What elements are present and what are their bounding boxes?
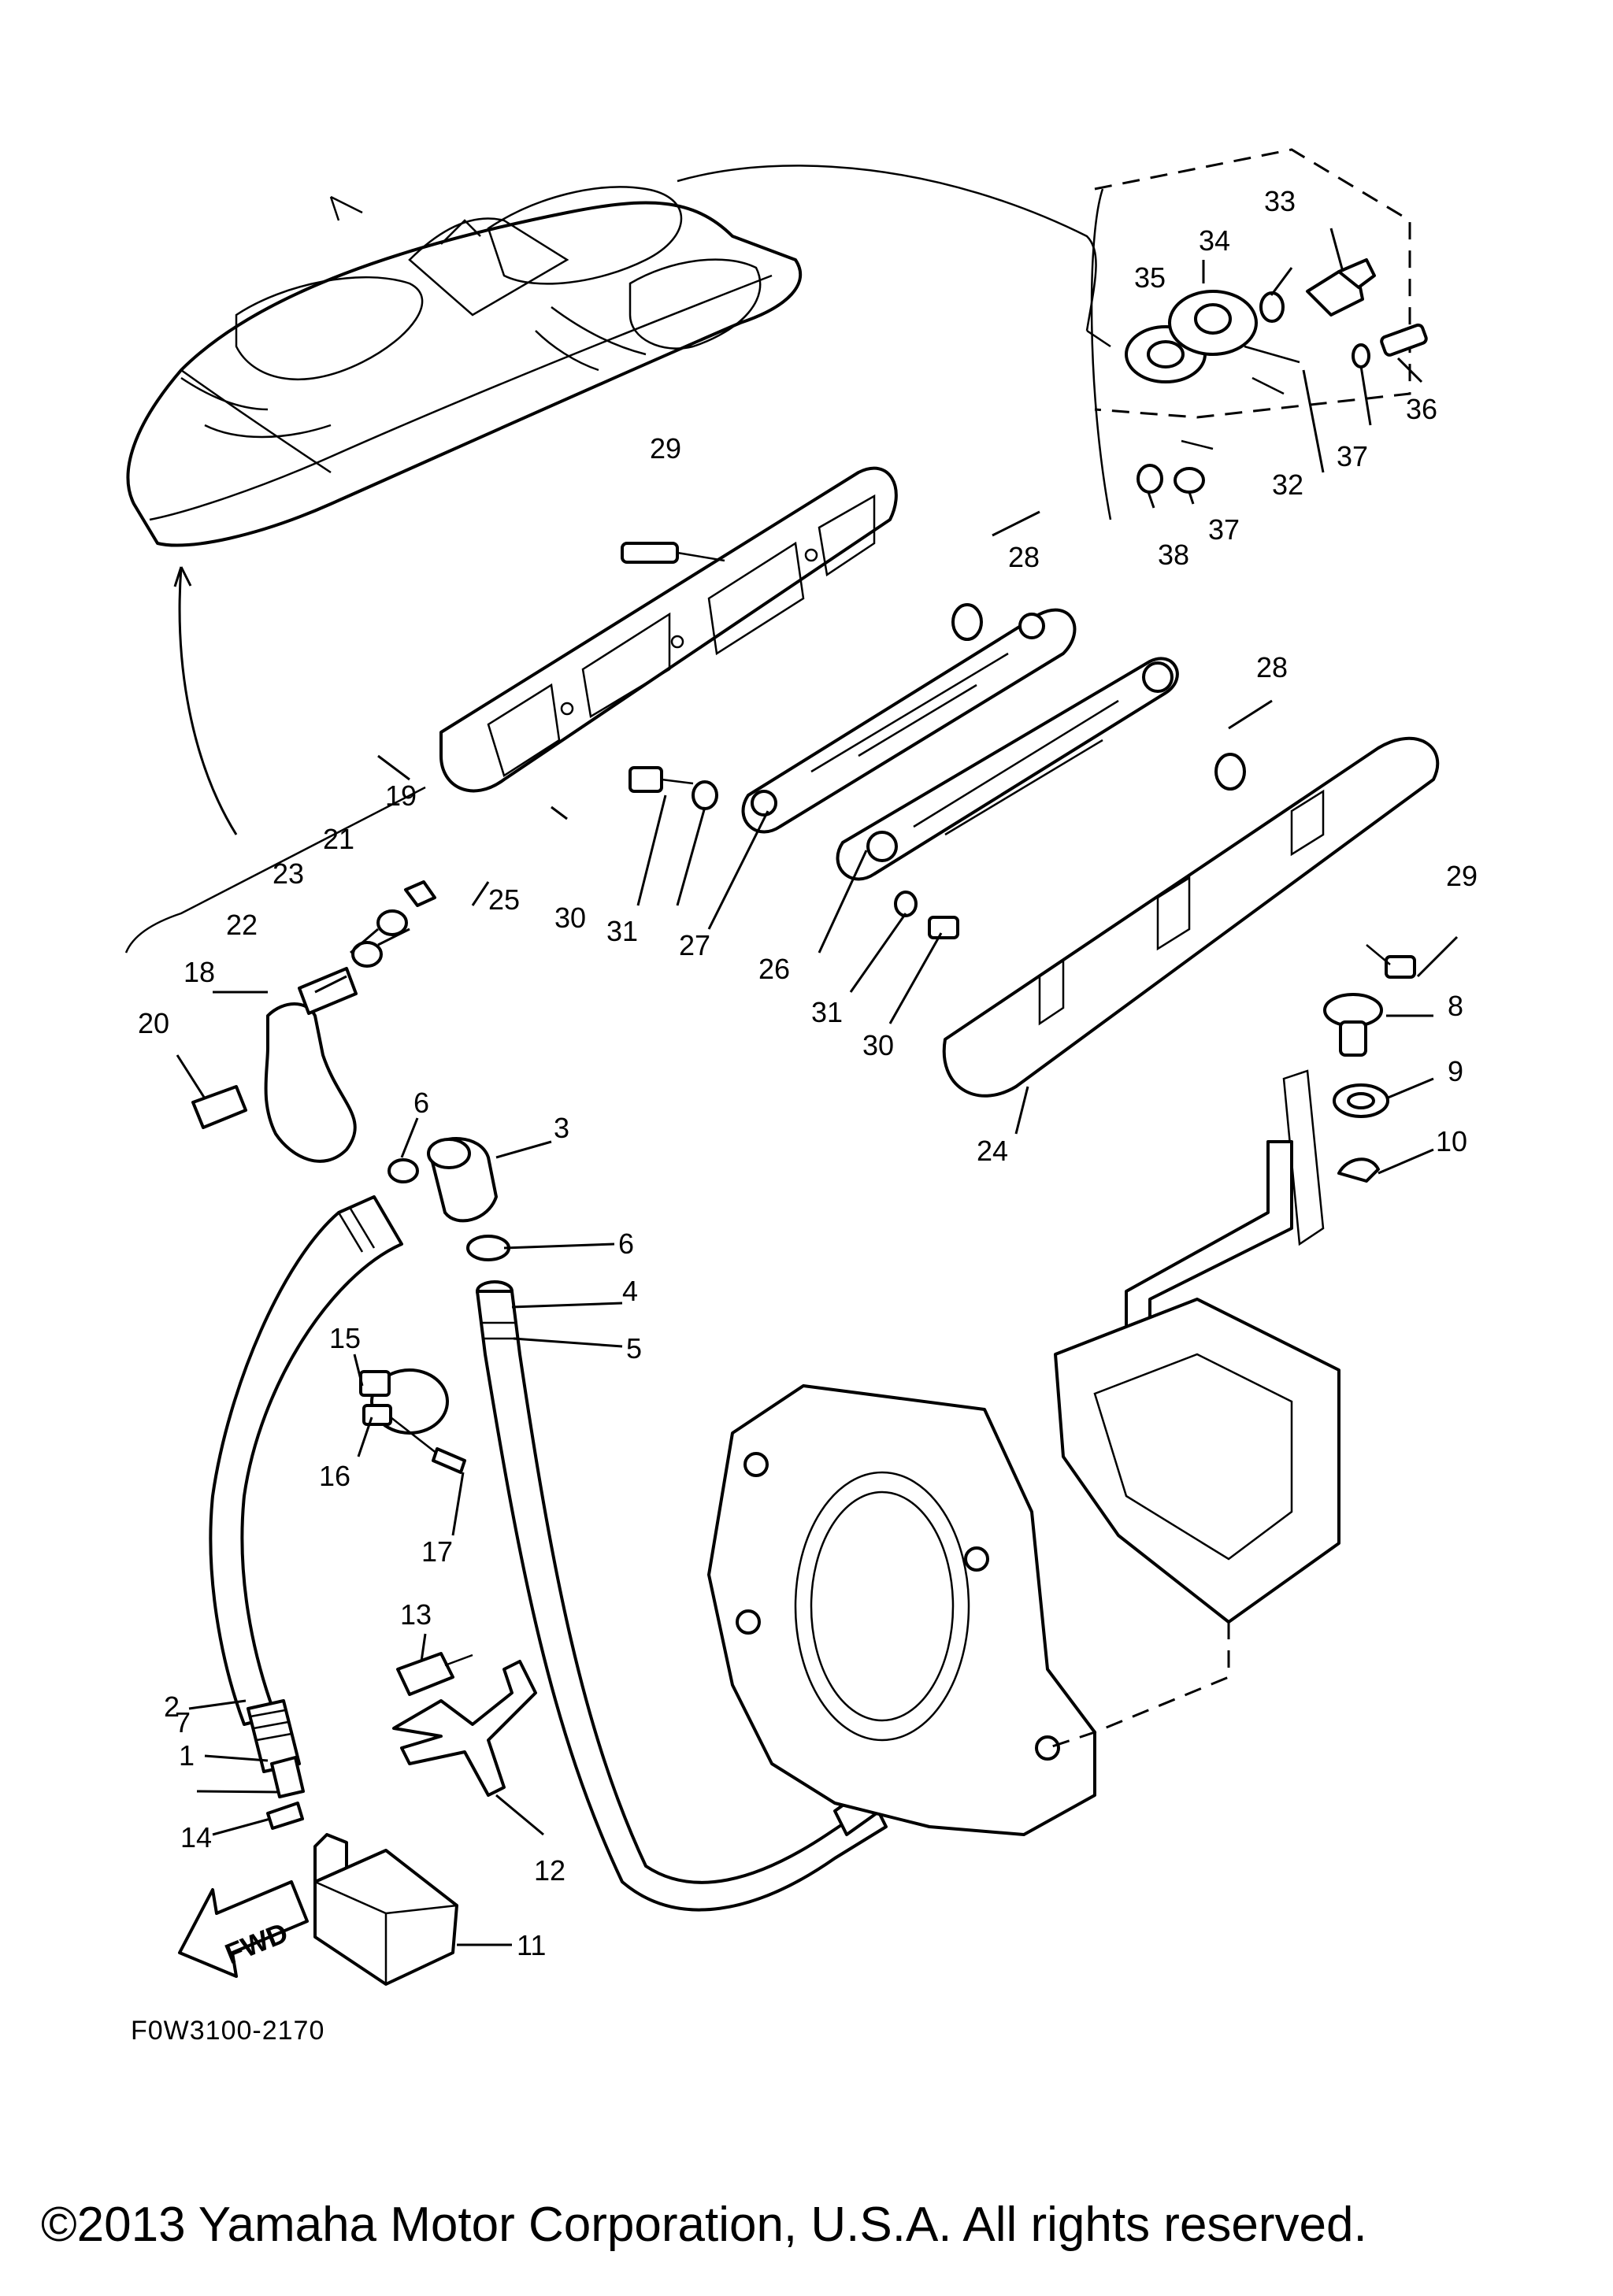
callout-13: 13	[400, 1598, 432, 1631]
callout-28b: 28	[1256, 651, 1288, 683]
callout-35: 35	[1134, 261, 1166, 294]
drain-plug-assembly	[1125, 993, 1389, 1356]
callout-19: 19	[385, 780, 417, 812]
callout-30a: 30	[554, 902, 586, 934]
callout-14: 14	[180, 1821, 212, 1853]
callout-28a: 28	[1008, 541, 1040, 573]
callout-37a: 37	[1337, 440, 1368, 472]
callout-6a: 6	[413, 1087, 429, 1119]
callout-6b: 6	[618, 1228, 634, 1260]
diagram-code: F0W3100-2170	[131, 2016, 325, 2046]
fwd-arrow: FWD	[178, 1880, 309, 1978]
cover-24	[942, 736, 1440, 1098]
callout-2: 2	[164, 1691, 180, 1723]
watercraft-illustration	[126, 165, 1111, 835]
callout-36: 36	[1406, 393, 1437, 425]
callout-15: 15	[329, 1322, 361, 1354]
callout-12: 12	[534, 1854, 565, 1887]
callout-37b: 37	[1208, 513, 1240, 546]
callout-1: 1	[179, 1739, 195, 1772]
callout-31b: 31	[811, 996, 843, 1028]
callout-29b: 29	[1446, 860, 1478, 892]
callout-8: 8	[1448, 990, 1463, 1022]
callout-7: 7	[175, 1706, 191, 1739]
callout-labels: 1 2 3 4 5 6 6 7 8 9 10 11 12 13 14 15 16…	[138, 185, 1478, 1961]
mount-rail-26	[836, 657, 1179, 881]
callout-31a: 31	[606, 915, 638, 947]
callout-11: 11	[517, 1929, 546, 1961]
valve-3-assembly	[387, 1137, 510, 1261]
hose-2	[209, 1195, 403, 1798]
callout-33: 33	[1264, 185, 1296, 217]
mount-rail-27	[741, 608, 1077, 834]
callout-30b: 30	[862, 1029, 894, 1061]
fasteners	[629, 603, 1416, 979]
callout-4: 4	[622, 1275, 638, 1307]
callout-18: 18	[184, 956, 215, 988]
cover-25	[439, 466, 898, 793]
clamp-15-group	[359, 1368, 466, 1474]
callout-27: 27	[679, 929, 710, 961]
callout-32: 32	[1272, 468, 1303, 501]
callout-22: 22	[226, 909, 258, 941]
bracket-18-group	[124, 786, 436, 1163]
callout-34: 34	[1199, 224, 1230, 257]
callout-16: 16	[319, 1460, 350, 1492]
callout-5: 5	[626, 1332, 642, 1365]
callout-26: 26	[758, 953, 790, 985]
sensor-assembly-group	[1090, 148, 1428, 520]
pump-housing	[707, 1298, 1340, 1836]
callout-21: 21	[323, 823, 354, 855]
callout-29a: 29	[650, 432, 681, 465]
callout-17: 17	[421, 1535, 453, 1568]
callout-3: 3	[554, 1112, 569, 1144]
callout-20: 20	[138, 1007, 169, 1039]
bracket-12-group	[392, 1652, 537, 1797]
callout-38: 38	[1158, 539, 1189, 571]
callout-23: 23	[273, 857, 304, 890]
leader-lines	[176, 228, 1459, 1946]
callout-10: 10	[1436, 1125, 1467, 1157]
box-11-group	[266, 1802, 458, 1986]
callout-9: 9	[1448, 1055, 1463, 1087]
callout-25: 25	[488, 883, 520, 916]
callout-24: 24	[977, 1135, 1008, 1167]
copyright-notice: ©2013 Yamaha Motor Corporation, U.S.A. A…	[41, 2198, 1367, 2252]
